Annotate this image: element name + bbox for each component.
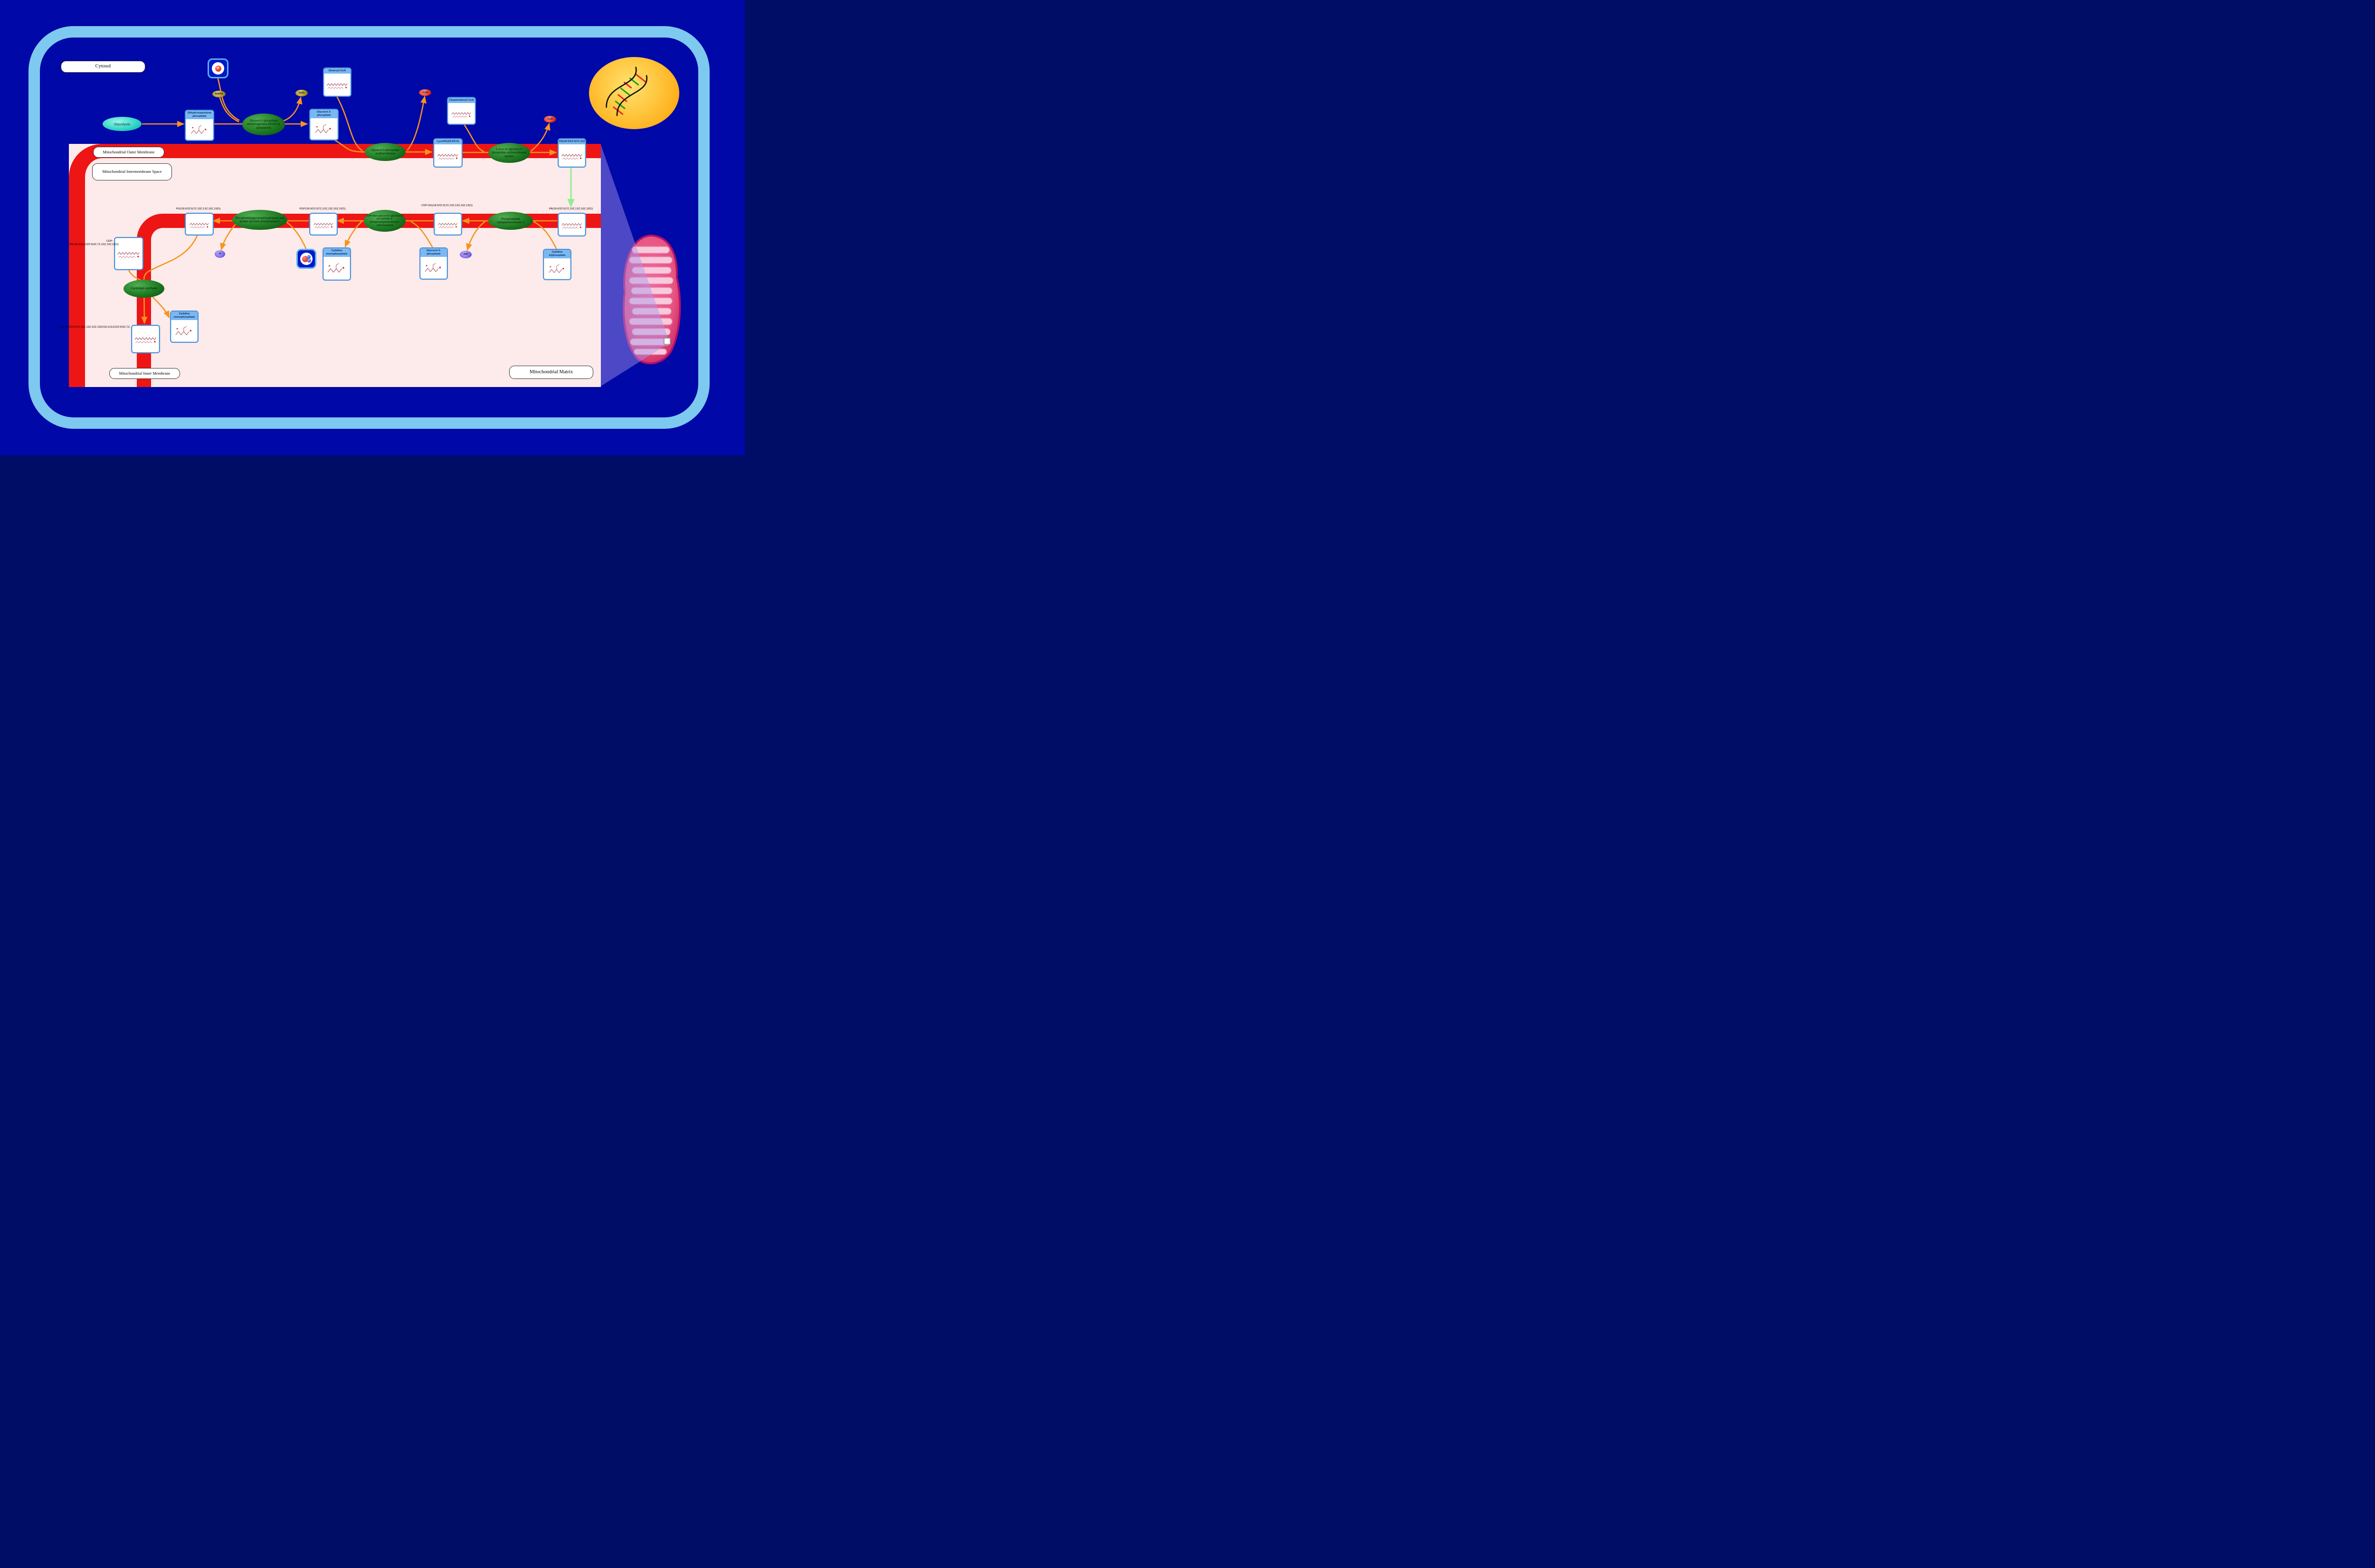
- enzyme-gpd-cytoplasmic[interactable]: Glycerol-3-phosphate dehydrogenase [NAD(…: [242, 113, 285, 135]
- compound-glycerol-3-phosphate-2[interactable]: Glycerol 3-phosphate: [419, 247, 448, 280]
- proton-label: H: [215, 65, 221, 72]
- enzyme-gpat[interactable]: Glycerol-3-phosphate acyltransferase: [365, 143, 406, 161]
- compound-dhap[interactable]: Dihydroxyacetone phosphate: [185, 110, 214, 141]
- cofactor-nadh[interactable]: NADH: [212, 91, 226, 97]
- compound-ctp[interactable]: Cytidine triphosphate: [543, 249, 571, 280]
- compartment-label-matrix: Mitochondrial Matrix: [509, 366, 593, 379]
- compound-pg[interactable]: [185, 213, 214, 236]
- inner-membrane-label: Mitochondrial Inner Membrane: [119, 370, 171, 376]
- compound-label: PA(18:0/22:5(7Z,10Z,13Z,16Z,19Z)): [559, 139, 585, 144]
- compound-pa-cytosolic[interactable]: PA(18:0/22:5(7Z,10Z,13Z,16Z,19Z)): [558, 138, 586, 168]
- compartment-label-outer-membrane: Mitochondrial Outer Membrane: [93, 147, 164, 158]
- compound-label: Cytidine monophosphate: [171, 312, 198, 320]
- structure-thumbnail: [448, 103, 475, 124]
- cofactor-nad[interactable]: NAD: [295, 90, 308, 96]
- structure-thumbnail: [420, 257, 447, 279]
- compound-label: Glycerol 3-phosphate: [420, 248, 447, 257]
- structure-thumbnail: [434, 144, 462, 167]
- cofactor-label: NAD: [298, 92, 305, 94]
- structure-thumbnail: [132, 326, 159, 352]
- compound-label: LysoPA(18:0/0:0): [434, 139, 462, 144]
- dna-icon: [606, 66, 648, 116]
- label-pgp: PGP(18:0/22:5(7Z,10Z,13Z,16Z,19Z)): [299, 208, 346, 210]
- enzyme-agpat[interactable]: 1-Acyl-sn-glycerol-3-phosphate acyltrans…: [488, 143, 530, 163]
- enzyme-cardiolipin-synthase[interactable]: Cardiolipin synthase: [124, 280, 164, 298]
- proton-node[interactable]: H: [208, 58, 228, 78]
- enzyme-cds2[interactable]: Phosphatidate cytidylyltransferase 2: [488, 212, 533, 230]
- intermembrane-space-label: Mitochondrial Intermembrane Space: [102, 169, 162, 174]
- compound-label: Dihydroxyacetone phosphate: [186, 111, 213, 119]
- pathway-canvas: Cytosol Mitochondrial Outer Membrane Mit…: [0, 0, 745, 455]
- structure-thumbnail: [559, 214, 585, 236]
- cofactor-coa-2[interactable]: CoA: [544, 116, 556, 123]
- mitochondrial-inner-membrane-band: [137, 214, 601, 387]
- compound-pgp[interactable]: [309, 213, 338, 236]
- mitochondrion-icon: [618, 233, 684, 368]
- compound-cdp-dg-1[interactable]: [434, 213, 462, 236]
- label-pa-membrane: PA(18:0/22:5(7Z,10Z,13Z,16Z,19Z)): [549, 208, 593, 210]
- structure-thumbnail: [186, 214, 213, 235]
- water-node[interactable]: [296, 249, 316, 269]
- compartment-label-cytosol: Cytosol: [61, 61, 145, 73]
- outer-membrane-label: Mitochondrial Outer Membrane: [103, 149, 155, 154]
- water-molecule-icon: [300, 253, 313, 265]
- cofactor-label: CoA: [422, 91, 428, 94]
- compound-label: Glycerol 3-phosphate: [310, 110, 338, 118]
- proton-ball-icon: H: [212, 62, 224, 75]
- compound-lysopa[interactable]: LysoPA(18:0/0:0): [433, 138, 463, 168]
- compound-cmp-2[interactable]: Cytidine monophosphate: [170, 311, 199, 343]
- cofactor-pi[interactable]: Pi: [215, 250, 225, 258]
- enzyme-label: 1-Acyl-sn-glycerol-3-phosphate acyltrans…: [492, 148, 527, 158]
- structure-thumbnail: [544, 258, 570, 279]
- nucleus: [589, 57, 679, 129]
- label-cardiolipin: CL(18:0/22:5(7Z,10Z,13Z,16Z,19Z)/18:1(11…: [60, 326, 131, 329]
- structure-thumbnail: [171, 320, 198, 342]
- enzyme-label: Cardiolipin synthase: [131, 287, 157, 291]
- cofactor-ppi[interactable]: PPi: [460, 251, 472, 258]
- compound-clupanodonyl-coa[interactable]: Clupanodonyl-CoA: [447, 97, 476, 125]
- label-cdp-dg-2: CDP-DG(18:1(11Z)/22:5(4Z,7Z,10Z,13Z,16Z)…: [69, 240, 119, 246]
- compound-label: Stearoyl-CoA: [324, 68, 351, 74]
- cofactor-label: PPi: [463, 253, 468, 256]
- structure-thumbnail: [310, 214, 337, 235]
- compound-label: Cytidine triphosphate: [544, 250, 570, 258]
- cofactor-label: Pi: [218, 253, 221, 255]
- enzyme-label: Phosphatidylglycerophosphatase and prote…: [235, 216, 285, 223]
- enzyme-label: Glycerol-3-phosphate dehydrogenase [NAD(…: [247, 119, 281, 130]
- structure-thumbnail: [310, 118, 338, 140]
- compound-cardiolipin[interactable]: [131, 325, 160, 353]
- matrix-label: Mitochondrial Matrix: [529, 369, 573, 375]
- compound-stearoyl-coa[interactable]: Stearoyl-CoA: [323, 67, 352, 97]
- structure-thumbnail: [186, 119, 213, 140]
- compound-glycerol-3-phosphate[interactable]: Glycerol 3-phosphate: [309, 109, 339, 141]
- structure-thumbnail: [324, 74, 351, 96]
- structure-thumbnail: [115, 238, 142, 269]
- cofactor-label: CoA: [547, 118, 553, 121]
- enzyme-ptpmt1[interactable]: Phosphatidylglycerophosphatase and prote…: [232, 210, 287, 230]
- compound-cmp-1[interactable]: Cytidine monophosphate: [323, 247, 351, 281]
- enzyme-label: Glycerol-3-phosphate acyltransferase: [371, 148, 399, 155]
- label-pg: PG(18:0/22:5(7Z,10Z,13Z,16Z,19Z)): [176, 208, 221, 210]
- structure-thumbnail: [323, 257, 350, 280]
- compartment-label-inner-membrane: Mitochondrial Inner Membrane: [109, 368, 180, 379]
- compartment-label-intermembrane-space: Mitochondrial Intermembrane Space: [92, 163, 172, 180]
- enzyme-pgs1[interactable]: CDP-diacylglycerol--glycerol-3-phosphate…: [364, 210, 406, 232]
- compound-cdp-dg-2[interactable]: [114, 237, 143, 270]
- compound-label: Clupanodonyl-CoA: [448, 98, 475, 103]
- pathway-link-glycolysis[interactable]: Glycolysis: [103, 117, 142, 131]
- compound-label: Cytidine monophosphate: [323, 248, 350, 257]
- cofactor-coa-1[interactable]: CoA: [419, 89, 431, 96]
- glycolysis-label: Glycolysis: [114, 122, 130, 126]
- compound-pa-membrane[interactable]: [558, 213, 586, 236]
- cytosol-label: Cytosol: [95, 64, 111, 69]
- cofactor-label: NADH: [215, 93, 223, 95]
- label-cdp-dg-1: CDP-DG(18:0/22:5(7Z,10Z,13Z,16Z,19Z)): [421, 204, 473, 207]
- enzyme-label: Phosphatidate cytidylyltransferase 2: [497, 217, 524, 224]
- structure-thumbnail: [559, 144, 585, 167]
- enzyme-label: CDP-diacylglycerol--glycerol-3-phosphate…: [366, 214, 404, 227]
- structure-thumbnail: [435, 214, 461, 235]
